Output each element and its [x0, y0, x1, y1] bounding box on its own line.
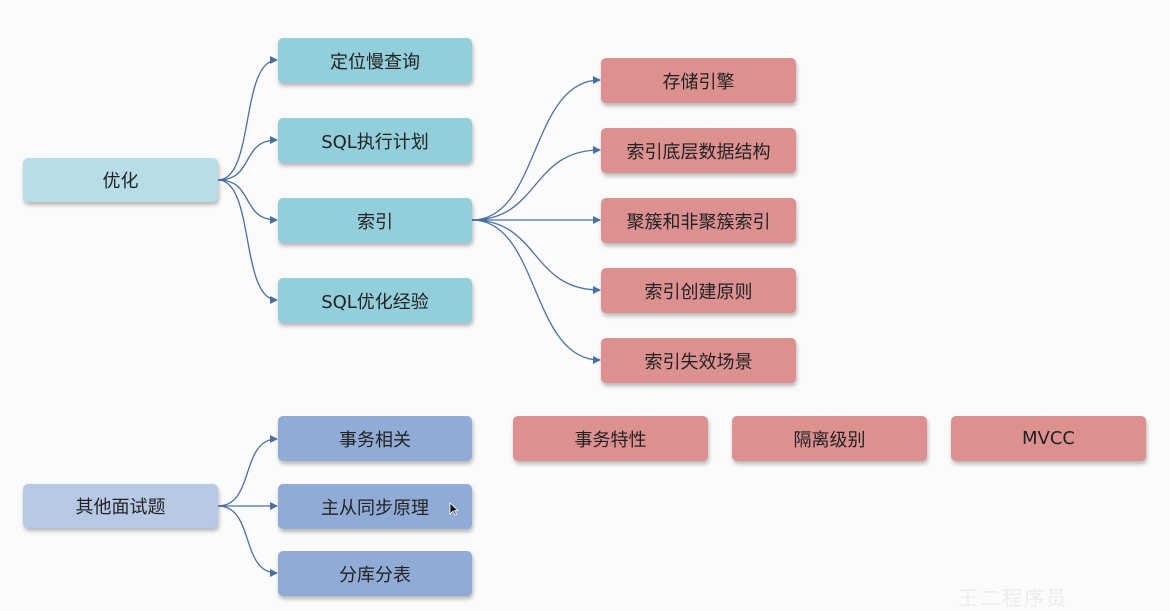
- node-index[interactable]: 索引: [278, 198, 472, 243]
- connector-index-engine: [471, 76, 601, 221]
- node-isolation-level[interactable]: 隔离级别: [732, 416, 927, 461]
- node-transaction[interactable]: 事务相关: [278, 416, 472, 461]
- node-sql-experience[interactable]: SQL优化经验: [278, 278, 472, 323]
- node-mvcc[interactable]: MVCC: [951, 416, 1146, 461]
- connector-other-sharding: [217, 505, 278, 577]
- node-optimize-root[interactable]: 优化: [23, 158, 218, 202]
- node-locate-slow-query[interactable]: 定位慢查询: [278, 38, 472, 83]
- connector-other-transaction: [217, 435, 278, 507]
- node-transaction-properties[interactable]: 事务特性: [513, 416, 708, 461]
- connector-index-principle: [471, 219, 601, 294]
- node-index-invalid-cases[interactable]: 索引失效场景: [601, 338, 796, 383]
- node-index-principles[interactable]: 索引创建原则: [601, 268, 796, 313]
- node-clustered-index[interactable]: 聚簇和非聚簇索引: [601, 198, 796, 243]
- connector-optimize-index: [217, 179, 278, 224]
- mouse-cursor-icon: [449, 502, 459, 516]
- node-index-data-structure[interactable]: 索引底层数据结构: [601, 128, 796, 173]
- node-replication[interactable]: 主从同步原理: [278, 484, 472, 529]
- node-sharding[interactable]: 分库分表: [278, 551, 472, 596]
- watermark: 王二程序员: [958, 586, 1068, 610]
- connector-optimize-experience: [217, 179, 278, 304]
- connector-optimize-locate: [217, 56, 278, 181]
- node-other-root[interactable]: 其他面试题: [23, 484, 218, 528]
- connector-index-structure: [471, 146, 601, 221]
- connector-optimize-plan: [217, 136, 278, 181]
- node-storage-engine[interactable]: 存储引擎: [601, 58, 796, 103]
- node-sql-explain[interactable]: SQL执行计划: [278, 118, 472, 163]
- connector-index-invalid: [471, 219, 601, 364]
